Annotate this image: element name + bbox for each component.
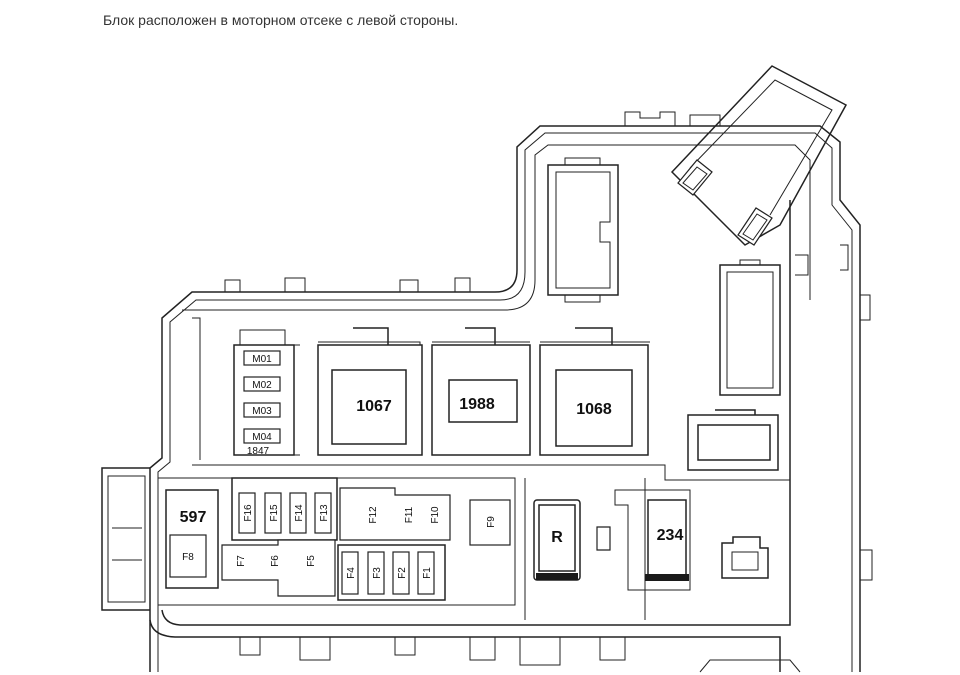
fuse-f14: F14 [289,492,307,534]
svg-text:F4: F4 [346,567,357,579]
fuse-block-f1-f4 [337,544,446,601]
fuse-f16: F16 [238,492,256,534]
fuse-f7: F7 [236,555,247,567]
fuse-f15: F15 [264,492,282,534]
fuse-block-f5-f7 [221,539,336,597]
fuse-f3: F3 [367,551,385,595]
connector-bottom-right-inner [731,551,759,571]
svg-text:M03: M03 [252,406,272,417]
mini-fuse-m02: M02 [243,376,281,392]
relay-label-234: 234 [657,527,684,544]
relay-1988-socket [431,327,531,456]
connector-angled-frame [670,65,848,246]
connector-right-vertical-inner [726,259,774,389]
mini-fuse-m03: M03 [243,402,281,418]
relay-r [538,504,576,572]
housing-inner-1 [157,132,853,672]
svg-text:F2: F2 [397,567,408,579]
relay-597 [165,489,219,589]
connector-angled-clip-1b [682,166,708,191]
fuse-f6: F6 [270,555,281,567]
fuse-f11: F11 [404,506,415,523]
relay-row-rails [235,341,650,456]
mini-fuse-m04: M04 [243,428,281,444]
relay-234-base [645,574,689,581]
svg-text:F16: F16 [243,504,254,522]
fuse-f10: F10 [430,506,441,524]
svg-text:M01: M01 [252,354,272,365]
svg-text:F3: F3 [372,567,383,579]
connector-top-inner [555,157,611,303]
mini-fuse-block-tab [239,329,286,345]
fuse-f9: F9 [469,499,511,546]
left-connector [101,467,150,611]
connector-angled-clip-2 [737,207,773,246]
left-connector-inner [107,475,146,603]
fuse-f5: F5 [306,555,317,567]
relay-label-1988: 1988 [459,396,495,413]
relay-r-base [536,573,578,580]
fuse-f8: F8 [169,534,207,578]
svg-text:M02: M02 [252,380,272,391]
mini-fuse-m01: M01 [243,350,281,366]
relay-label-1847: 1847 [247,446,270,457]
housing-tabs-top [224,111,721,292]
page-caption: Блок расположен в моторном отсеке с лево… [103,12,459,28]
svg-text:F1: F1 [422,567,433,579]
relay-label-1067: 1067 [356,398,392,415]
relay-label-1068: 1068 [576,401,612,418]
housing-bottom-rim [149,200,791,672]
relay-label-597: 597 [180,509,207,526]
svg-text:F9: F9 [486,516,497,528]
connector-angled-clip-2b [742,213,768,241]
lower-area-frame [158,477,646,620]
svg-text:M04: M04 [252,432,272,443]
svg-text:F8: F8 [182,552,194,563]
relay-1067-socket [317,327,423,456]
relay-r-connector [596,526,611,551]
svg-text:F14: F14 [294,504,305,522]
relay-1068-socket [539,327,649,456]
mini-fuse-block-1847 [233,344,295,456]
svg-text:F13: F13 [319,504,330,522]
relay-1067 [331,369,407,445]
fuse-f13: F13 [314,492,332,534]
housing-tabs-right [795,244,873,581]
relay-1988 [448,379,518,423]
connector-right-small [687,409,779,471]
connector-bottom-right [721,536,769,579]
fuse-block-f10-f12 [339,487,451,541]
housing-outer [149,125,861,672]
fuse-f2: F2 [392,551,410,595]
connector-top [547,164,619,296]
relay-1068 [555,369,633,447]
svg-text:F15: F15 [269,504,280,522]
relay-234-housing [614,489,691,591]
fuse-f1: F1 [417,551,435,595]
housing-inner-2 [182,144,811,311]
housing-tabs-bottom [239,637,801,673]
connector-angled-clip-1 [677,159,713,196]
relay-row-frame [192,317,790,481]
connector-angled-frame-inner [689,79,833,216]
relay-label-r: R [551,529,563,546]
fuse-f12: F12 [368,506,379,524]
fuse-f4: F4 [341,551,359,595]
connector-right-vertical [719,264,781,396]
